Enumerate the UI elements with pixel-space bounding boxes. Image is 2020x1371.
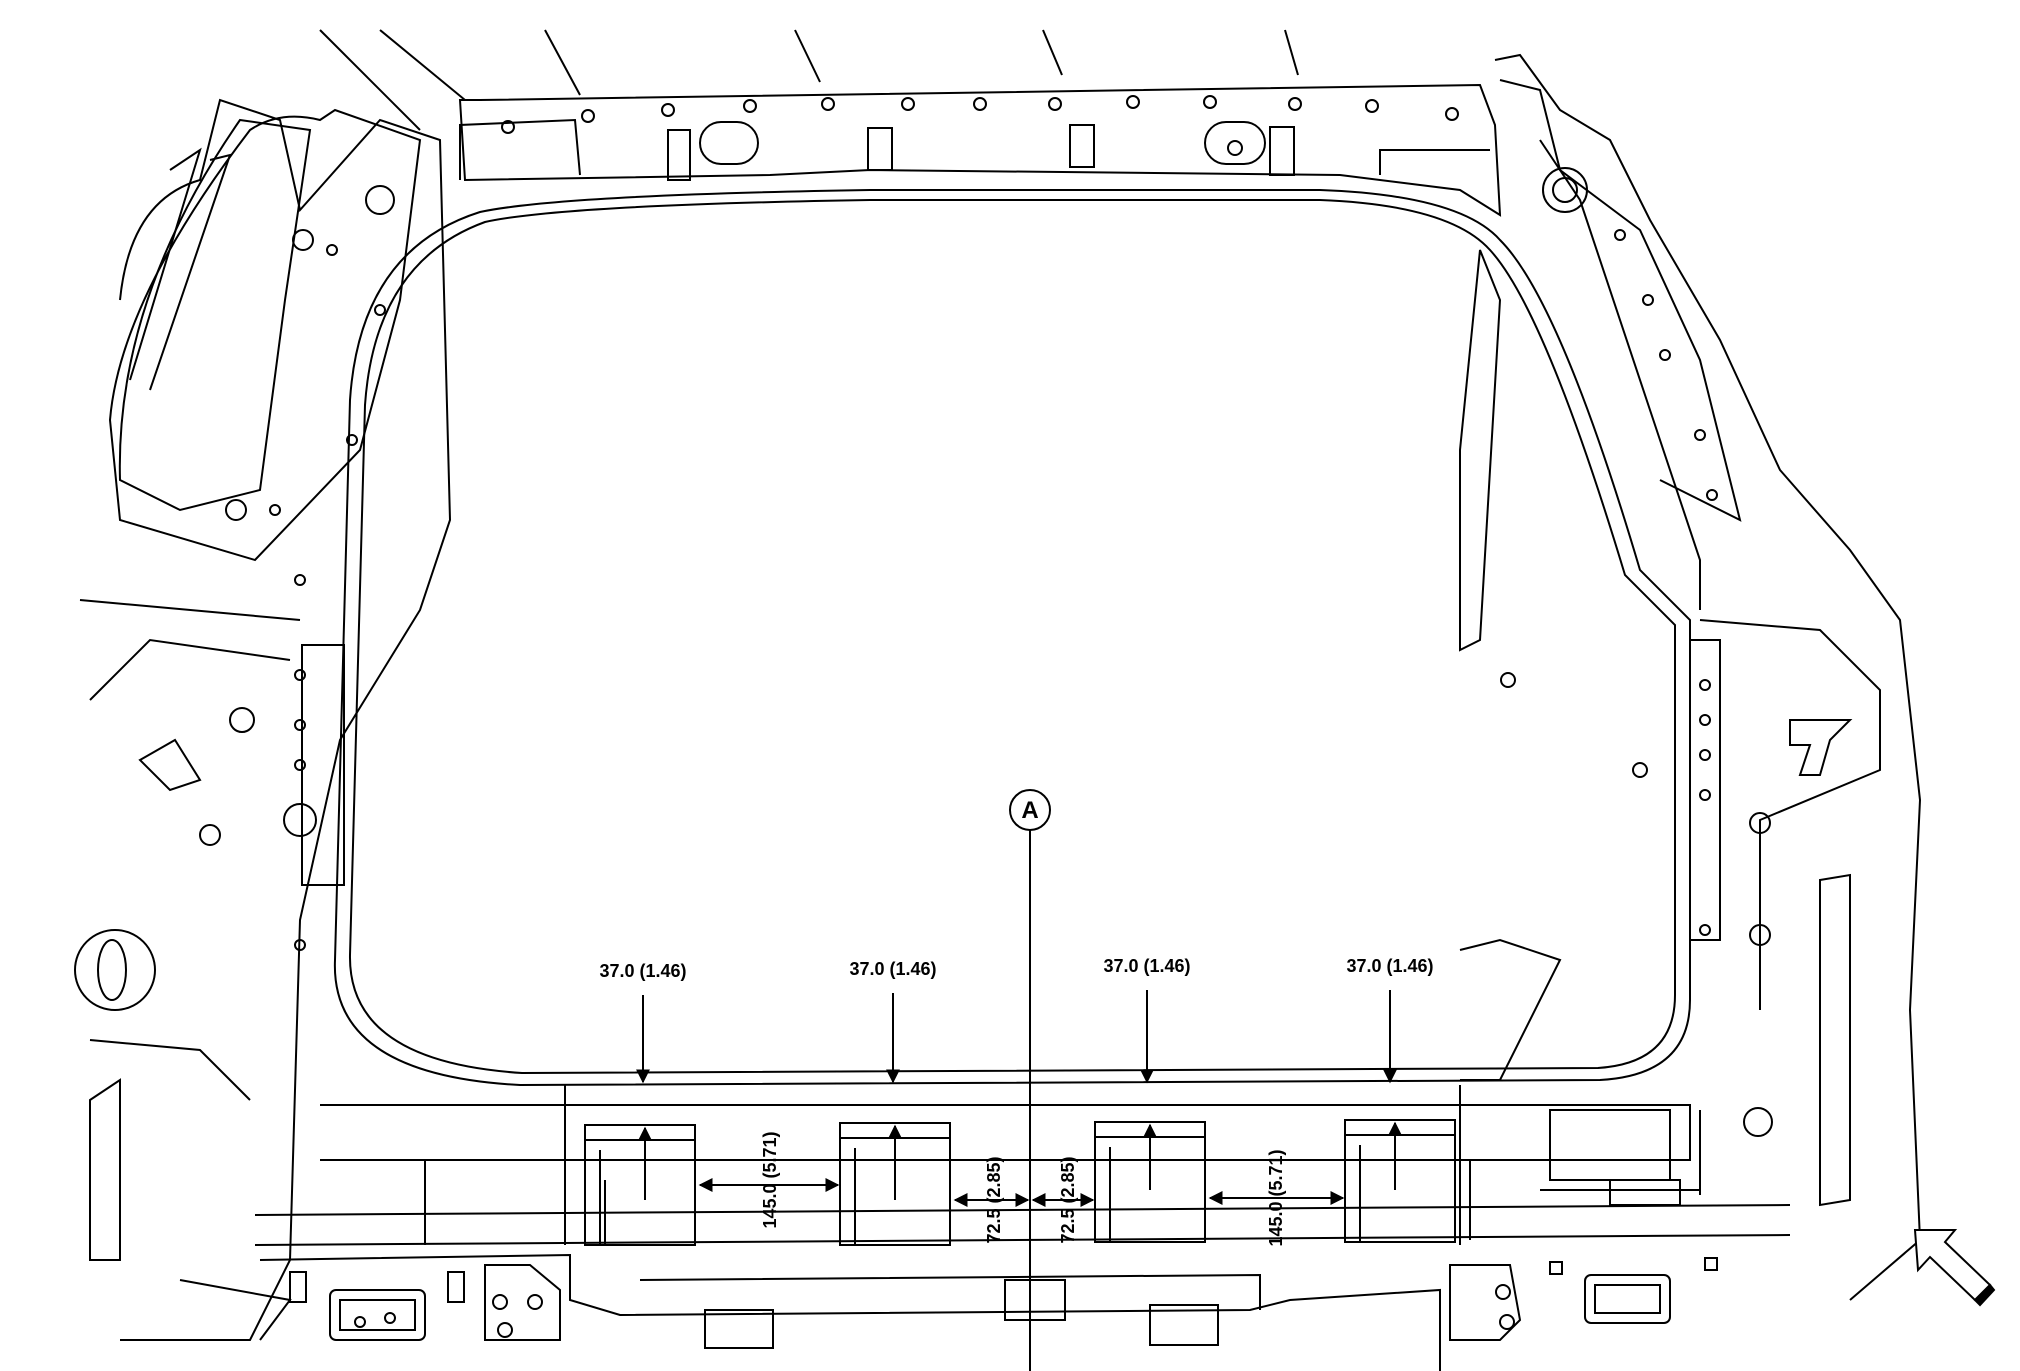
upward-arrows [638, 1121, 1402, 1200]
gap-label-3: 72.5 (2.85) [1058, 1156, 1078, 1243]
gap-dimensions [698, 1178, 1345, 1207]
callout-a-circle [1009, 789, 1051, 831]
callout-a-label: A [1021, 797, 1038, 824]
spacing-dimensions: 37.0 (1.46) 37.0 (1.46) 37.0 (1.46) 37.0… [599, 956, 1434, 1084]
spacing-label-2: 37.0 (1.46) [849, 959, 936, 979]
gap-label-4: 145.0 (5.71) [1266, 1149, 1286, 1246]
direction-arrow-icon [1913, 1229, 1996, 1307]
gap-label-1: 145.0 (5.71) [760, 1131, 780, 1228]
gap-label-2: 72.5 (2.85) [984, 1156, 1004, 1243]
spacing-label-4: 37.0 (1.46) [1346, 956, 1433, 976]
spacing-label-1: 37.0 (1.46) [599, 961, 686, 981]
spacing-label-3: 37.0 (1.46) [1103, 956, 1190, 976]
